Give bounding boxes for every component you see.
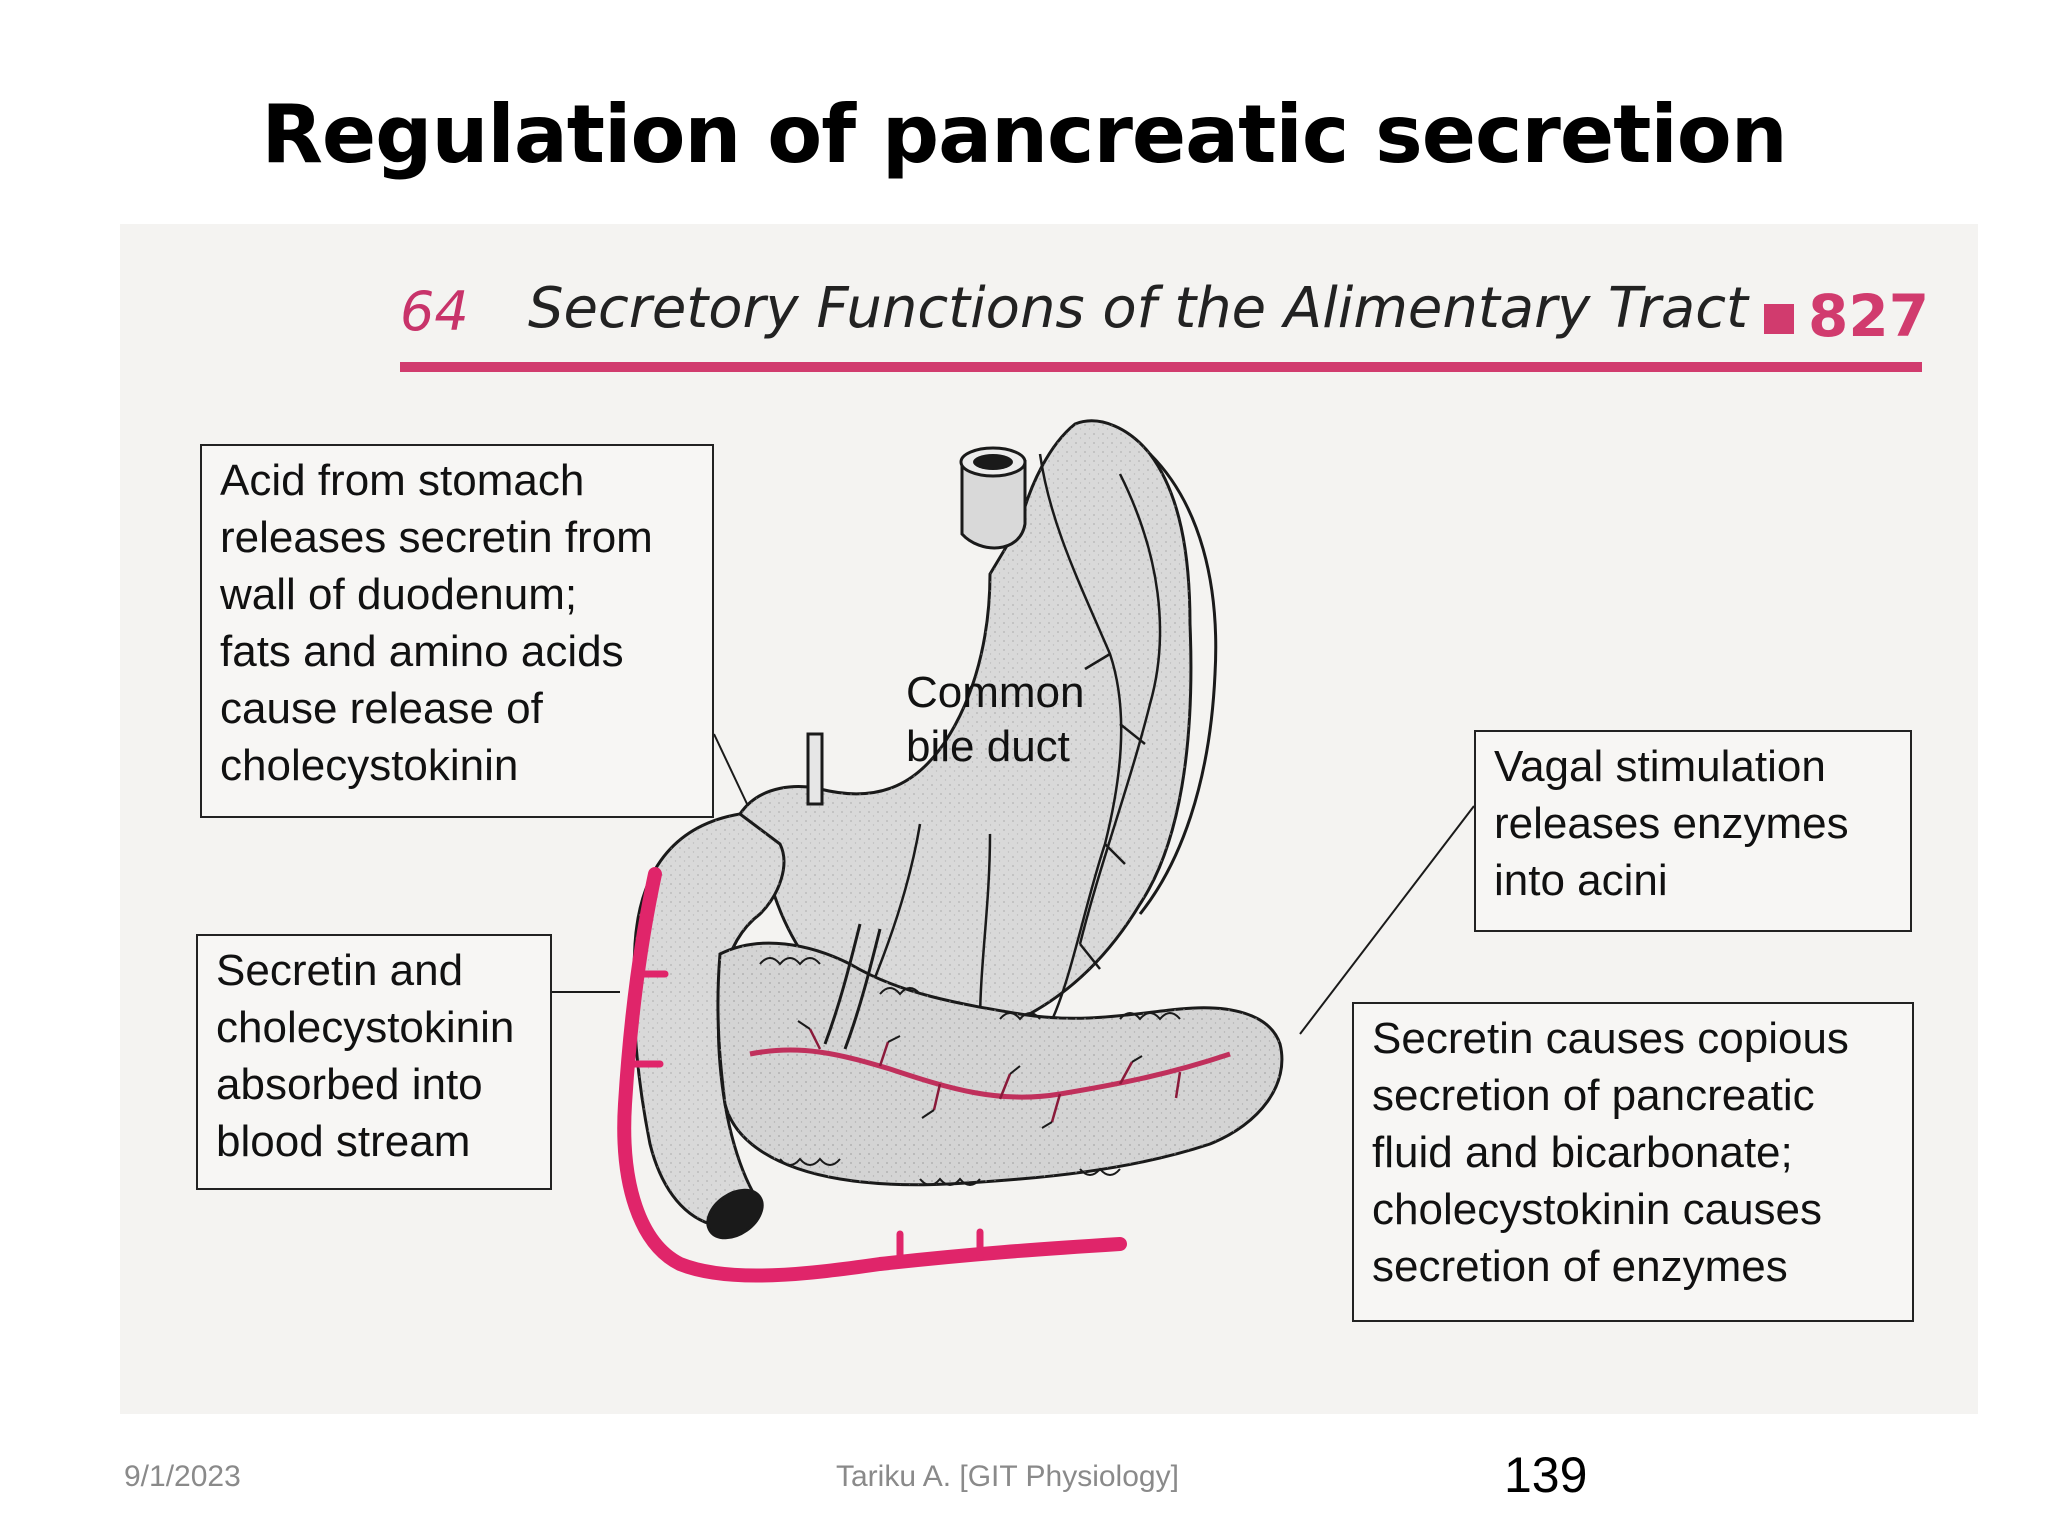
chapter-title: Secretory Functions of the Alimentary Tr… bbox=[528, 276, 1748, 341]
bile-duct-label: Common bile duct bbox=[906, 668, 1085, 771]
stomach bbox=[738, 419, 1218, 1028]
pancreatic-vessels bbox=[749, 1020, 1231, 1129]
pancreas-illustration bbox=[552, 419, 1475, 1283]
slide-number: 139 bbox=[1504, 1447, 1588, 1503]
callout-lines bbox=[552, 733, 1475, 1035]
esophagus bbox=[959, 446, 1027, 550]
vagal-stimulation-callout: Vagal stimulation releases enzymes into … bbox=[1474, 730, 1912, 932]
chapter-number: 64 bbox=[400, 280, 469, 343]
secretin-effect-callout: Secretin causes copious secretion of pan… bbox=[1352, 1002, 1914, 1322]
textbook-figure: 64 Secretory Functions of the Alimentary… bbox=[120, 224, 1978, 1414]
common-bile-duct bbox=[806, 732, 882, 1050]
book-page-number: 827 bbox=[1808, 282, 1930, 350]
footer-author: Tariku A. [GIT Physiology] bbox=[836, 1460, 1179, 1493]
absorbed-blood-callout: Secretin and cholecystokinin absorbed in… bbox=[196, 934, 552, 1190]
slide-title: Regulation of pancreatic secretion bbox=[261, 88, 1787, 181]
footer-date: 9/1/2023 bbox=[124, 1460, 241, 1493]
duodenum bbox=[632, 812, 786, 1240]
acid-secretin-callout: Acid from stomach releases secretin from… bbox=[200, 444, 714, 818]
blood-vessel bbox=[617, 867, 1127, 1283]
header-rule bbox=[400, 362, 1922, 372]
chapter-square-icon bbox=[1764, 304, 1794, 334]
